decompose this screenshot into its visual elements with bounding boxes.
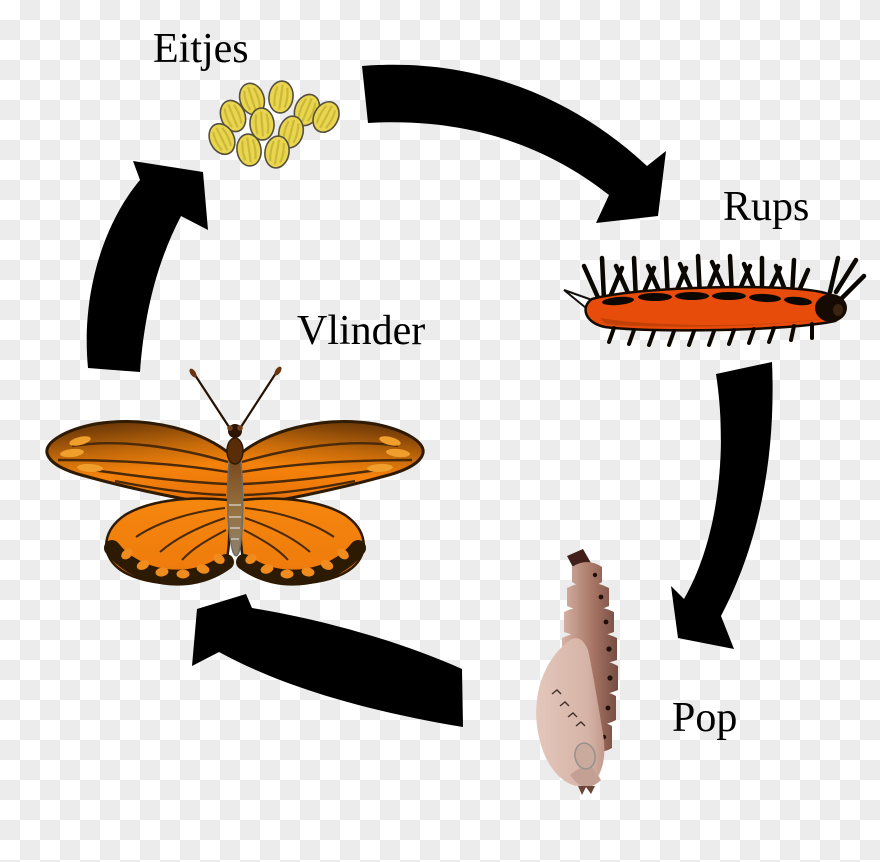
label-rups: Rups: [723, 184, 810, 230]
arrow-pop-to-vlinder: [192, 594, 463, 727]
pupa-illustration: [536, 549, 618, 795]
butterfly-antennae: [189, 366, 282, 431]
caterpillar-illustration: [563, 253, 867, 347]
pupa-tip: [570, 764, 601, 787]
arrow-rups-to-pop: [671, 362, 773, 649]
caterpillar-legs: [607, 322, 814, 347]
butterfly-body: [226, 424, 244, 557]
cycle-arrows: [86, 64, 773, 727]
label-eitjes: Eitjes: [153, 26, 249, 72]
pupa-marks: [551, 689, 586, 727]
arrow-eitjes-to-rups: [362, 64, 666, 223]
butterfly-illustration: [47, 366, 423, 584]
label-pop: Pop: [672, 695, 738, 741]
caterpillar-markings: [602, 292, 812, 306]
label-vlinder: Vlinder: [297, 308, 426, 354]
arrow-vlinder-to-eitjes: [86, 161, 208, 372]
butterfly-right-wings: [239, 422, 423, 584]
butterfly-left-wings: [47, 422, 231, 584]
eggs-illustration: [203, 78, 346, 171]
